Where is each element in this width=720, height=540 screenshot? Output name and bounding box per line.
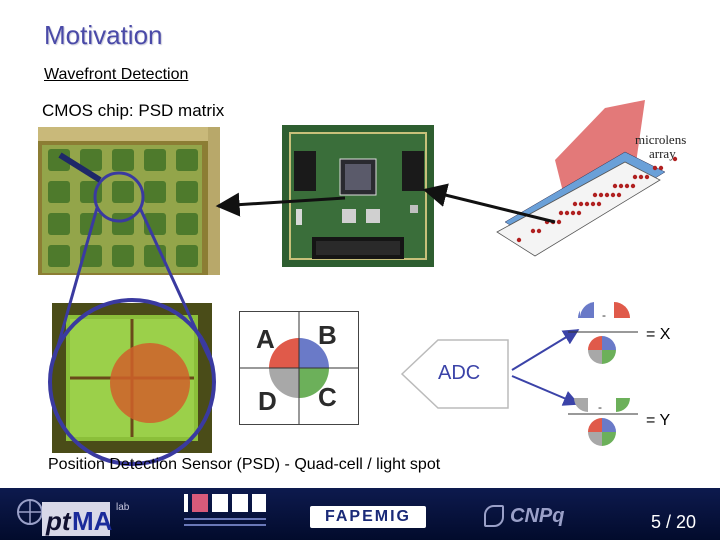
fapemig-logo: FAPEMIG — [310, 506, 426, 528]
slide-caption: Position Detection Sensor (PSD) - Quad-c… — [48, 456, 440, 474]
y-minus: - — [598, 400, 602, 414]
black-arrow-icon — [218, 198, 345, 206]
y-formula — [568, 394, 638, 448]
ptma-text-2: MA — [72, 506, 113, 536]
cnpq-logo-icon — [484, 505, 504, 527]
quad-cell-diagram: A B D C — [239, 311, 359, 425]
chip-zoom-circle — [95, 173, 143, 221]
quad-letter-c: C — [318, 382, 337, 413]
quad-letter-b: B — [318, 320, 337, 351]
adc-label: ADC — [438, 362, 480, 385]
microscope-zoom-circle — [50, 300, 214, 464]
black-arrow-icon — [425, 190, 555, 222]
x-minus: - — [602, 308, 606, 322]
x-equals-label: = X — [646, 326, 670, 344]
isse-logo — [182, 492, 268, 532]
cnpq-logo-text: CNPq — [510, 505, 564, 528]
page-number: 5 / 20 — [651, 512, 696, 533]
lab-text: lab — [116, 502, 130, 513]
y-equals-label: = Y — [646, 412, 670, 430]
ptma-text: pt — [45, 506, 72, 536]
quad-letter-d: D — [258, 386, 277, 417]
ptma-lab-logo: pt MA lab — [14, 494, 144, 538]
quad-letter-a: A — [256, 324, 275, 355]
